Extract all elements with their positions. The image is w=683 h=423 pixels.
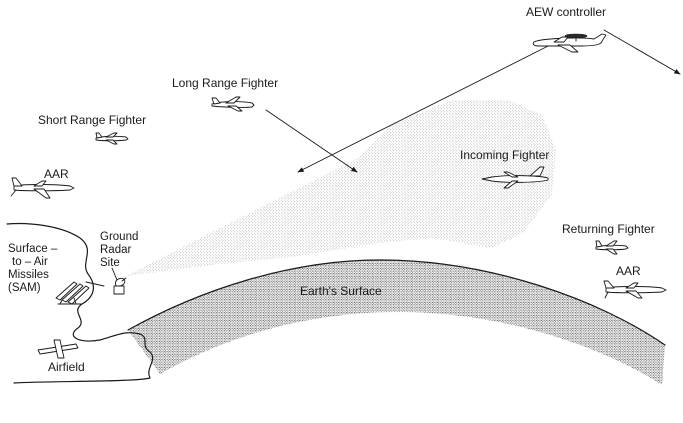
long-range-fighter-label: Long Range Fighter: [172, 76, 278, 90]
aew-controller-label: AEW controller: [526, 5, 606, 19]
ground-radar-label-line3: Site: [100, 257, 120, 269]
returning-fighter-label: Returning Fighter: [562, 222, 655, 236]
earths-surface-label: Earth's Surface: [300, 284, 382, 298]
incoming-fighter-icon: [481, 166, 549, 189]
sam-label-line4: (SAM): [8, 282, 41, 294]
radar-leader-line: [111, 267, 118, 281]
radar-coverage-area: [126, 100, 556, 276]
incoming-fighter-label: Incoming Fighter: [460, 148, 549, 162]
returning-fighter-icon: [595, 240, 629, 255]
short-range-fighter-label: Short Range Fighter: [38, 113, 146, 127]
sam-label-line3: Missiles: [8, 269, 49, 281]
long-range-intercept-arrow: [265, 109, 358, 173]
aar-top-label: AAR: [44, 167, 69, 181]
missile-launcher-icon: [55, 281, 90, 305]
aar-tanker-icon-top: [10, 177, 75, 199]
aew-aircraft-icon: [532, 33, 607, 53]
sam-label-line2: to – Air: [12, 256, 48, 268]
earths-surface-edge: [127, 259, 666, 346]
runway-icon: [37, 339, 79, 359]
aar-tanker-icon-bottom: [603, 280, 667, 299]
aew-link-arrow: [297, 39, 561, 173]
radar-dish-icon: [113, 277, 127, 295]
ground-radar-label-line1: Ground: [100, 231, 138, 243]
ground-radar-label-line2: Radar: [100, 244, 131, 256]
short-range-fighter-icon: [95, 132, 129, 145]
sam-label-line1: Surface –: [8, 243, 58, 255]
earths-surface: [128, 260, 665, 385]
aew-link-arrow-right: [603, 29, 681, 75]
aar-bottom-label: AAR: [616, 264, 641, 278]
sam-leader-line: [85, 281, 105, 287]
airfield-label: Airfield: [48, 360, 85, 374]
coastline: [6, 222, 154, 384]
long-range-fighter-icon: [211, 96, 255, 112]
